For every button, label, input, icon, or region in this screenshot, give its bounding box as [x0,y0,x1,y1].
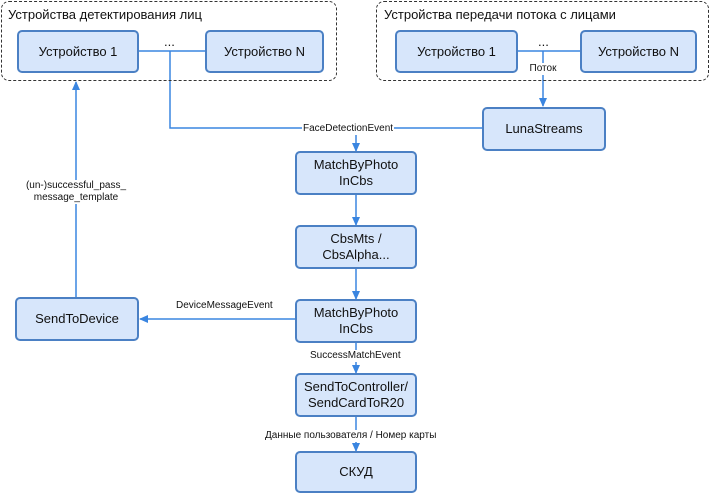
node-send-to-device[interactable]: SendToDevice [15,297,139,341]
group-detection-devices [1,1,337,81]
group-stream-title: Устройства передачи потока с лицами [384,7,616,22]
label-success-match-event: SuccessMatchEvent [309,350,402,362]
node-match-by-photo-2[interactable]: MatchByPhoto InCbs [295,299,417,343]
node-stream-device-n[interactable]: Устройство N [580,30,697,73]
label-user-data: Данные пользователя / Номер карты [264,430,438,442]
detect-ellipsis: ... [164,34,175,49]
node-match-by-photo-1[interactable]: MatchByPhoto InCbs [295,151,417,195]
label-potok: Поток [528,63,558,75]
label-face-detection-event: FaceDetectionEvent [302,123,395,135]
edge-detect-to-face-event [169,51,356,129]
node-detect-device-1[interactable]: Устройство 1 [17,30,139,73]
node-send-to-controller[interactable]: SendToController/ SendCardToR20 [295,373,417,417]
node-cbs-mts[interactable]: CbsMts / CbsAlpha... [295,225,417,269]
node-stream-device-1[interactable]: Устройство 1 [395,30,518,73]
stream-ellipsis: ... [538,34,549,49]
group-stream-devices [376,1,709,81]
label-device-message-event: DeviceMessageEvent [176,300,273,311]
node-skud[interactable]: СКУД [295,451,417,493]
group-detection-title: Устройства детектирования лиц [8,7,202,22]
node-detect-device-n[interactable]: Устройство N [205,30,324,73]
label-template: (un-)successful_pass_ message_template [24,180,128,204]
node-luna-streams[interactable]: LunaStreams [482,107,606,151]
